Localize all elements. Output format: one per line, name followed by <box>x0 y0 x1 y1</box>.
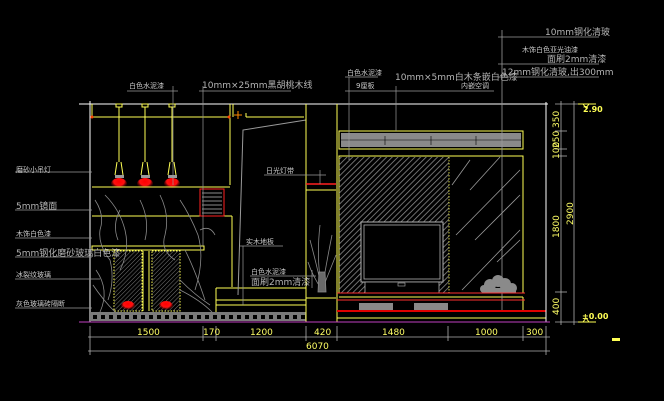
label-right-white-paint: 白色水泥漆 <box>347 69 382 77</box>
dim-1200: 1200 <box>250 328 273 338</box>
dim-total-2900: 2900 <box>566 202 576 225</box>
plus-marker <box>234 111 242 119</box>
label-plywood: 9厘板 <box>356 82 375 90</box>
dim-350: 350 <box>552 110 562 128</box>
label-embedded-ac: 内嵌空调 <box>461 82 489 90</box>
label-wood-floor: 实木地板 <box>246 238 274 246</box>
dim-400: 400 <box>552 297 562 315</box>
decorative-pebbles <box>480 275 517 293</box>
potted-plant <box>307 224 337 293</box>
dim-1000: 1000 <box>475 328 498 338</box>
dim-300: 300 <box>526 328 544 338</box>
label-pendant-lamp: 磨砂小吊灯 <box>16 166 51 174</box>
dim-100: 100 <box>552 141 562 159</box>
dim-total-6070: 6070 <box>306 342 329 352</box>
label-matte-white-paint: 木饰白色亚光油漆 <box>522 46 578 54</box>
air-conditioner-strip <box>341 133 521 147</box>
decorative-branches <box>92 194 216 313</box>
label-walnut-trim: 10mm×25mm黑胡桃木线 <box>202 81 313 91</box>
stray-mark <box>612 338 620 341</box>
mirror-glass-panel <box>451 156 521 291</box>
dim-1500: 1500 <box>137 328 160 338</box>
label-mirror: 5mm镜面 <box>16 202 58 212</box>
red-step-block <box>199 188 225 217</box>
label-frosted-glass: 5mm钢化磨砂玻璃白色漆 <box>16 249 121 259</box>
label-white-paint-b: 白色水泥漆 <box>251 268 286 276</box>
dim-420: 420 <box>314 328 332 338</box>
ceiling-line <box>79 101 548 322</box>
label-varnish-right: 面刷2mm清漆 <box>547 55 607 65</box>
label-white-paint-wood: 木饰白色漆 <box>16 230 51 238</box>
label-crackle-glass: 冰裂纹玻璃 <box>16 271 51 279</box>
tv-cabinet <box>337 292 546 319</box>
television <box>360 221 444 294</box>
level-bottom: ±0.00 <box>582 312 609 321</box>
middle-wall <box>305 104 336 322</box>
floor-uplight <box>121 301 135 311</box>
label-white-wood-strip: 10mm×5mm白木条嵌白色漆 <box>395 73 518 83</box>
label-tempered-glass-12: 12mm钢化清玻,出300mm <box>502 68 614 78</box>
horizontal-dimension-lines <box>88 326 550 355</box>
label-light-strip: 日光灯带 <box>266 167 294 175</box>
dim-1800: 1800 <box>552 215 562 238</box>
leader-lines <box>15 36 599 309</box>
floor-uplight <box>159 301 173 311</box>
level-top: 2.90 <box>583 105 603 114</box>
dim-1480: 1480 <box>382 328 405 338</box>
label-top-white-paint: 白色水泥漆 <box>129 82 164 90</box>
dim-170: 170 <box>203 328 221 338</box>
level-markers <box>578 103 596 323</box>
left-ceiling-trim <box>90 104 234 185</box>
label-varnish: 面刷2mm清漆 <box>251 278 311 288</box>
glass-brick-base <box>90 312 306 321</box>
partition-outline <box>237 113 307 296</box>
label-glass-brick: 灰色玻璃砖隔断 <box>16 300 65 308</box>
label-tempered-glass-10: 10mm钢化清玻 <box>545 28 610 38</box>
